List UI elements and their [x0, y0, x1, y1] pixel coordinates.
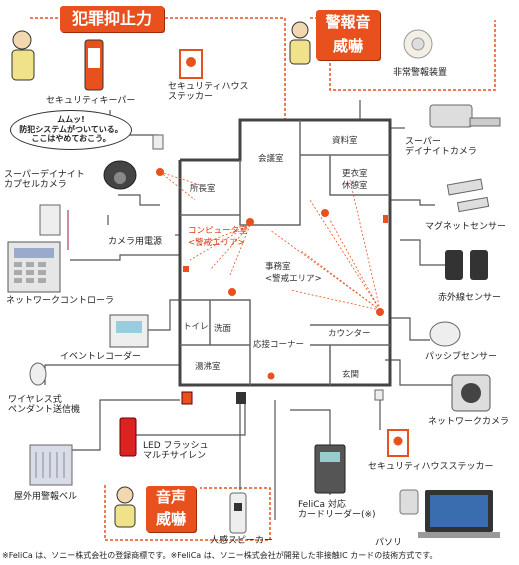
room-computer: コンピュータ室 <警戒エリア> [188, 226, 248, 248]
label-infrared-sensor: 赤外線センサー [438, 293, 502, 303]
crime-prevention-banner: 犯罪抑止力 [60, 6, 164, 32]
room-kitchen: 湯沸室 [195, 362, 221, 372]
sensor-office-top [321, 209, 329, 217]
device-icons [7, 21, 501, 538]
room-office: 事務室 <警戒エリア> [265, 262, 322, 284]
voice-threat-banner: 音声 威嚇 [146, 486, 196, 532]
sensor-office [376, 308, 384, 316]
speech-bubble: ムムッ! 防犯システムがついている。 ここはやめておこう。 [10, 110, 132, 150]
label-network-camera: ネットワークカメラ [428, 417, 510, 427]
room-document: 資料室 [332, 136, 358, 146]
footnote: ※FeliCa は、ソニー株式会社の登録商標です。※FeliCa は、ソニー株式… [2, 551, 438, 560]
label-security-keeper: セキュリティキーパー [46, 96, 136, 106]
label-sticker-top: セキュリティハウス ステッカー [168, 82, 249, 103]
room-entrance: 玄関 [342, 370, 360, 380]
label-siren: 非常警報装置 [393, 68, 448, 78]
room-locker: 更衣室 休憩室 [342, 169, 368, 191]
room-counter: カウンター [328, 329, 371, 339]
sensor-washroom [228, 288, 236, 296]
label-camera-power: カメラ用電源 [108, 237, 163, 247]
label-pc: パソリ [375, 538, 403, 548]
label-human-speaker: 人感スピーカー [210, 536, 274, 546]
sensor-entrance [267, 372, 275, 380]
label-capsule-camera: スーパーデイナイト カプセルカメラ [4, 170, 85, 191]
room-director: 所長室 [190, 184, 216, 194]
sensor-marks [156, 168, 388, 380]
room-meeting: 会議室 [258, 154, 284, 164]
sensor-director-room [156, 168, 164, 176]
interior-walls [180, 120, 390, 385]
label-network-controller: ネットワークコントローラ [6, 296, 115, 306]
infrared-mark [383, 215, 388, 223]
label-outdoor-bell: 屋外用警報ベル [14, 492, 78, 502]
room-toilet: トイレ [183, 322, 209, 332]
alarm-sound-banner: 警報音 威嚇 [316, 10, 380, 60]
label-magnet-sensor: マグネットセンサー [425, 222, 507, 232]
magnet-sensor-mark [183, 266, 189, 272]
label-wireless-pendant: ワイヤレス式 ペンダント送信機 [8, 395, 81, 416]
room-washroom: 洗面 [214, 324, 232, 334]
sensor-rays [159, 171, 381, 311]
label-passive-sensor: パッシブセンサー [425, 352, 498, 362]
label-event-recorder: イベントレコーダー [60, 352, 142, 362]
leader-lines [44, 100, 455, 520]
sensor-computer-room [246, 218, 254, 226]
room-reception: 応接コーナー [253, 340, 305, 350]
label-sticker-bottom: セキュリティハウスステッカー [368, 462, 494, 472]
label-led-flash-siren: LED フラッシュ マルチサイレン [143, 441, 209, 462]
label-super-daynight-camera: スーパー デイナイトカメラ [405, 137, 477, 158]
label-felica-reader: FeliCa 対応 カードリーダー(※) [298, 500, 376, 521]
dashed-zone-lines [30, 17, 496, 541]
